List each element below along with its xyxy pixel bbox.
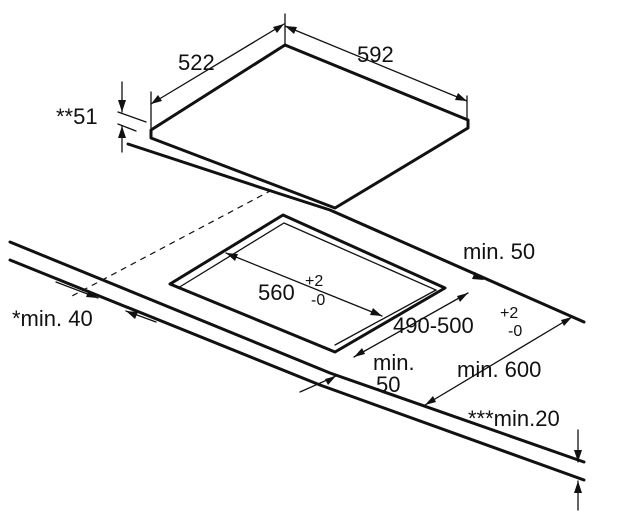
rear-clearance-dimension xyxy=(461,267,513,291)
cutout-depth-tol-minus: -0 xyxy=(508,323,522,340)
width-dimension xyxy=(284,13,468,121)
width-label: 592 xyxy=(357,42,394,67)
depth-dimension xyxy=(150,23,285,129)
cutout-depth-tol-plus: +2 xyxy=(500,305,518,322)
rear-clearance-label: min. 50 xyxy=(463,239,535,264)
front-clearance-label-line1: min. xyxy=(373,350,415,375)
cutout-width-label: 560 xyxy=(258,280,295,305)
worktop-depth-label: min. 600 xyxy=(457,357,541,382)
cutout-width-dimension xyxy=(225,252,383,317)
thickness-dimension xyxy=(117,81,147,153)
side-clearance-label: *min. 40 xyxy=(12,306,93,331)
cutout-depth-label: 490-500 xyxy=(393,313,474,338)
dashed-guide-line xyxy=(71,189,273,297)
front-clearance-dimension xyxy=(299,375,337,393)
thickness-label: **51 xyxy=(56,104,98,129)
side-clearance-dimension xyxy=(55,281,157,323)
worktop-thickness-label: ***min.20 xyxy=(468,406,560,431)
worktop-depth-dimension xyxy=(424,316,573,406)
cutout-width-tol-minus: -0 xyxy=(311,292,325,309)
depth-label: 522 xyxy=(178,50,215,75)
hob-underside-line xyxy=(126,142,270,192)
cutout-width-tol-plus: +2 xyxy=(305,273,323,290)
front-clearance-label-line2: 50 xyxy=(376,372,400,397)
cutout-depth-dimension xyxy=(353,292,469,358)
worktop-thickness-dimension xyxy=(574,429,582,511)
